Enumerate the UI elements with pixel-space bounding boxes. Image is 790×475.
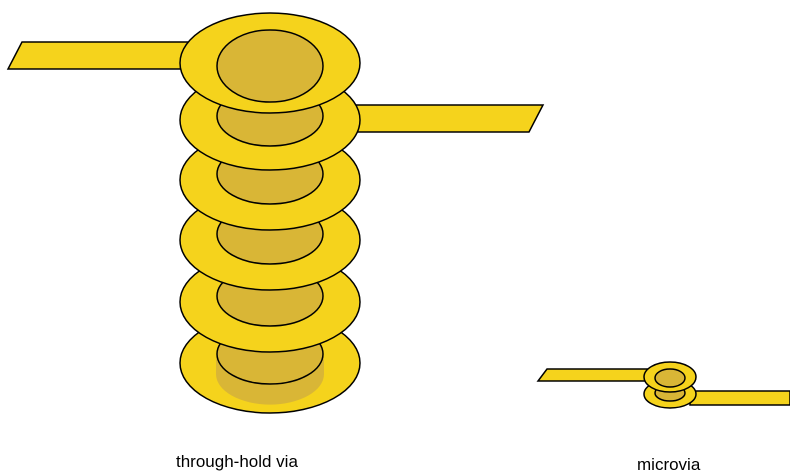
via-layer-top [179,12,361,114]
microvia-caption: microvia [637,455,701,474]
through-hole-top-trace [6,41,196,70]
microvia-left-trace [536,368,652,382]
microvia [536,361,790,409]
through-hole-via-upper [179,12,361,171]
through-hole-right-trace [349,104,545,133]
through-hole-via-caption: through-hold via [176,452,298,471]
microvia-right-trace [689,390,790,406]
through-hole-via [179,129,361,414]
